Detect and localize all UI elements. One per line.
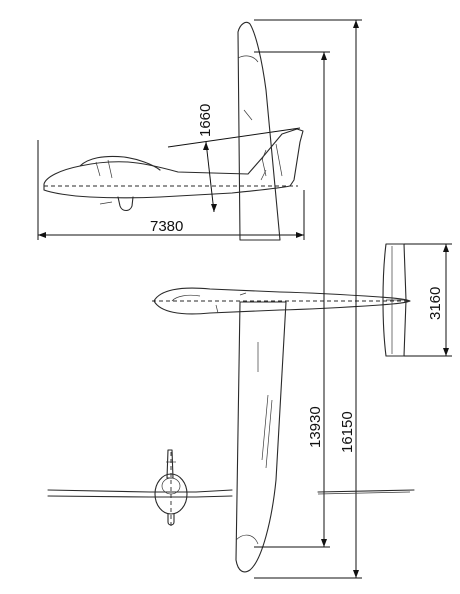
- dimension-label-13930: 13930: [307, 406, 324, 448]
- dimension-tail-height: 1660: [167, 104, 301, 213]
- side-view: [43, 128, 304, 212]
- top-view: [152, 21, 411, 573]
- right-wingtip-edge: [317, 489, 415, 495]
- dimension-span-short: 13930: [254, 51, 330, 548]
- dimension-stabilizer-span: 3160: [404, 243, 452, 357]
- dimension-label-7380: 7380: [150, 218, 183, 235]
- dimension-fuselage-length: 7380: [37, 140, 305, 240]
- dimension-label-1660: 1660: [197, 104, 214, 137]
- dimension-label-3160: 3160: [427, 287, 444, 320]
- dimension-label-16150: 16150: [339, 411, 356, 453]
- front-view: [47, 449, 233, 526]
- dimension-span-full: 16150: [254, 19, 362, 579]
